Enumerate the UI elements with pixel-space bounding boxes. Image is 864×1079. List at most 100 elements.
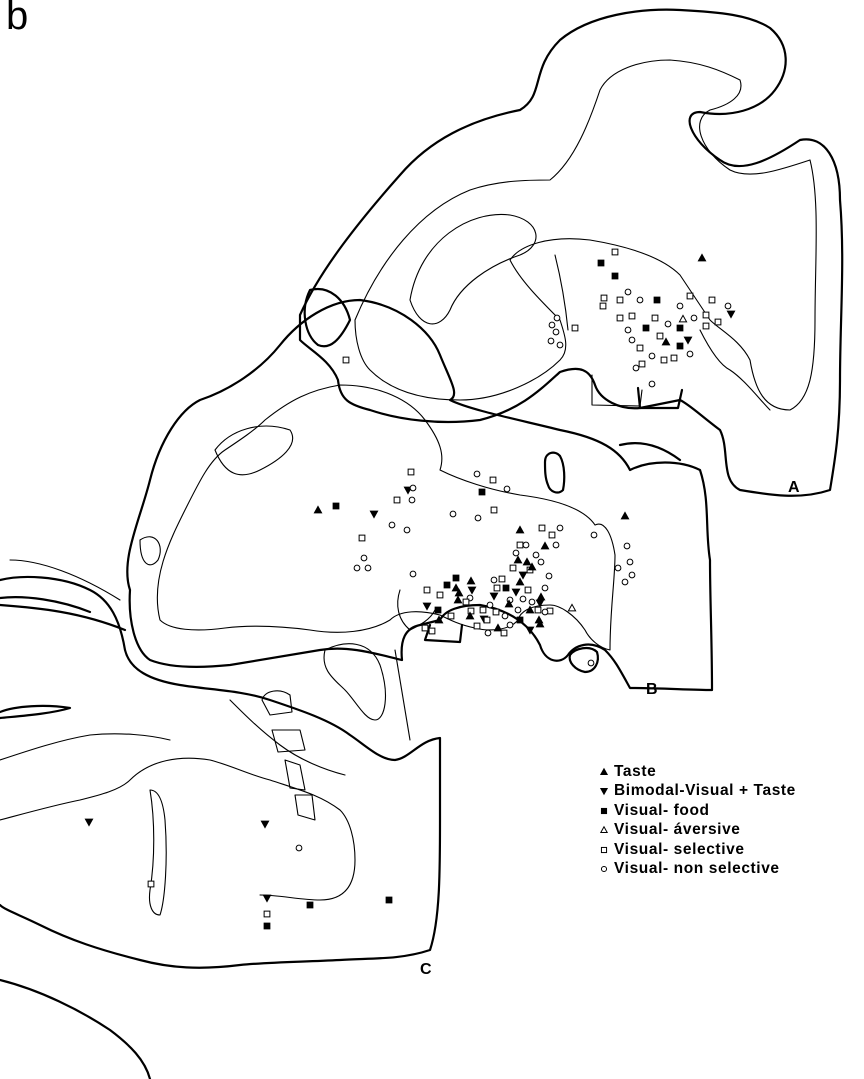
- recording-site-marker: [499, 576, 505, 582]
- recording-site-marker: [535, 616, 542, 622]
- recording-site-marker: [448, 613, 454, 619]
- recording-site-marker: [517, 617, 523, 623]
- recording-site-marker: [529, 599, 535, 605]
- recording-site-marker: [533, 552, 539, 558]
- recording-site-marker: [435, 607, 441, 613]
- recording-site-marker: [652, 315, 658, 321]
- recording-site-marker: [409, 497, 415, 503]
- recording-site-marker: [504, 486, 510, 492]
- recording-site-marker: [633, 365, 639, 371]
- recording-site-marker: [468, 587, 475, 593]
- section-b-lower-notch: [398, 590, 435, 630]
- section-b-small-loop: [570, 648, 598, 672]
- recording-site-marker: [494, 624, 501, 630]
- recording-site-marker: [490, 477, 496, 483]
- recording-site-marker: [513, 550, 519, 556]
- section-c-box-2: [272, 730, 305, 752]
- recording-site-marker: [484, 617, 490, 623]
- recording-site-marker: [474, 623, 480, 629]
- recording-site-marker: [727, 311, 734, 317]
- recording-site-marker: [423, 603, 430, 609]
- section-a-sulcus-3: [592, 375, 642, 406]
- section-c-lower-left: [0, 980, 150, 1079]
- recording-site-marker: [546, 573, 552, 579]
- section-label-c: C: [420, 961, 432, 978]
- recording-site-marker: [296, 845, 302, 851]
- recording-site-marker: [490, 593, 497, 599]
- legend-label-visual_aversive: Visual- áversive: [614, 821, 741, 839]
- legend-label-bimodal: Bimodal-Visual + Taste: [614, 782, 796, 800]
- recording-site-marker: [453, 575, 459, 581]
- section-a-outline: [300, 10, 842, 496]
- recording-site-marker: [538, 559, 544, 565]
- recording-site-marker: [627, 559, 633, 565]
- recording-site-marker: [715, 319, 721, 325]
- recording-site-marker: [600, 303, 606, 309]
- recording-site-marker: [410, 485, 416, 491]
- recording-site-marker: [503, 585, 509, 591]
- recording-site-marker: [517, 542, 523, 548]
- section-b-sulcus: [215, 426, 293, 475]
- recording-site-marker: [691, 315, 697, 321]
- recording-site-marker: [621, 512, 628, 518]
- recording-site-marker: [520, 596, 526, 602]
- section-c-fold-1: [0, 734, 170, 760]
- recording-site-marker: [588, 660, 594, 666]
- recording-site-marker: [677, 343, 683, 349]
- recording-site-marker: [314, 506, 321, 512]
- legend: TasteBimodal-Visual + TasteVisual- foodV…: [598, 762, 796, 879]
- legend-item-visual_aversive: Visual- áversive: [598, 821, 796, 841]
- recording-site-marker: [485, 630, 491, 636]
- recording-site-marker: [572, 325, 578, 331]
- recording-site-marker: [654, 297, 660, 303]
- section-label-b: B: [646, 681, 658, 698]
- recording-site-marker: [598, 260, 604, 266]
- recording-site-marker: [601, 295, 607, 301]
- section-c-outline: [0, 577, 440, 968]
- recording-site-marker: [408, 469, 414, 475]
- recording-site-marker: [624, 543, 630, 549]
- recording-site-marker: [422, 625, 428, 631]
- recording-site-marker: [542, 609, 548, 615]
- section-c-inner-boundary: [0, 758, 355, 900]
- recording-site-marker: [554, 315, 560, 321]
- legend-item-bimodal: Bimodal-Visual + Taste: [598, 782, 796, 802]
- recording-site-marker: [424, 587, 430, 593]
- recording-site-marker: [698, 254, 705, 260]
- legend-symbol-visual_aversive: [598, 824, 614, 836]
- section-a-sulcus-1: [410, 214, 536, 323]
- recording-site-marker: [429, 628, 435, 634]
- recording-site-marker: [307, 902, 313, 908]
- recording-site-marker: [662, 338, 669, 344]
- recording-site-marker: [643, 325, 649, 331]
- recording-site-marker: [479, 489, 485, 495]
- legend-label-visual_food: Visual- food: [614, 802, 710, 820]
- recording-site-marker: [525, 587, 531, 593]
- recording-site-marker: [541, 542, 548, 548]
- recording-site-marker: [519, 572, 526, 578]
- recording-site-marker: [591, 532, 597, 538]
- recording-site-marker: [617, 297, 623, 303]
- recording-site-marker: [549, 322, 555, 328]
- legend-item-visual_nonselective: Visual- non selective: [598, 860, 796, 880]
- section-c-box-4: [295, 795, 315, 820]
- recording-site-marker: [261, 821, 268, 827]
- recording-site-marker: [687, 293, 693, 299]
- recording-site-marker: [85, 819, 92, 825]
- recording-site-marker: [264, 911, 270, 917]
- recording-site-marker: [394, 497, 400, 503]
- legend-symbol-visual_nonselective: [598, 863, 614, 875]
- section-b-outline: [127, 300, 712, 690]
- recording-site-marker: [553, 542, 559, 548]
- recording-site-marker: [535, 607, 541, 613]
- section-c-fold-2: [149, 790, 166, 915]
- recording-site-marker: [361, 555, 367, 561]
- recording-site-marker: [703, 312, 709, 318]
- legend-label-visual_selective: Visual- selective: [614, 841, 745, 859]
- recording-site-marker: [537, 593, 544, 599]
- recording-site-marker: [657, 333, 663, 339]
- section-c-ventricle: [324, 644, 385, 720]
- recording-site-marker: [677, 303, 683, 309]
- section-c-fold-3: [230, 700, 345, 775]
